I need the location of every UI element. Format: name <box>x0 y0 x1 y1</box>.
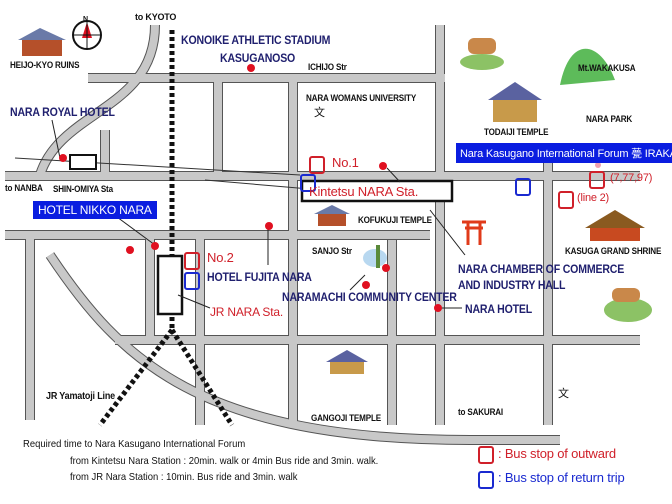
bus-stop-no1-label: No.1 <box>332 155 359 170</box>
deer-icon <box>604 288 652 322</box>
ichijo-street-label: ICHIJO Str <box>308 62 347 72</box>
to-sakurai-label: to SAKURAI <box>458 407 503 417</box>
bus-stop-return-icon <box>515 178 531 196</box>
kintetsu-station-label: Kintetsu NARA Sta. <box>309 184 419 199</box>
legend-return-icon <box>478 471 494 489</box>
bus-line2-label: (line 2) <box>577 192 610 204</box>
chamber-label-2: AND INDUSTRY HALL <box>458 278 566 292</box>
tree-icon <box>363 245 387 268</box>
mt-wakakusa-label: Mt.WAKAKUSA <box>578 63 636 73</box>
gangoji-icon <box>326 350 368 374</box>
bus-stop-no2-label: No.2 <box>207 250 234 265</box>
todaiji-icon <box>488 82 542 122</box>
kasuga-shrine-icon <box>585 210 645 241</box>
jr-station <box>156 254 184 316</box>
forum-marker <box>595 162 601 168</box>
nara-hotel-label: NARA HOTEL <box>465 302 533 316</box>
hotel-nikko-label: HOTEL NIKKO NARA <box>33 201 157 219</box>
kofukuji-label: KOFUKUJI TEMPLE <box>358 215 432 225</box>
legend-outward-icon <box>478 446 494 464</box>
konoike-label: KONOIKE ATHLETIC STADIUM <box>181 33 331 47</box>
legend-return-label: : Bus stop of return trip <box>498 470 625 485</box>
school-icon: 文 <box>314 107 325 119</box>
deer-icon <box>460 38 504 70</box>
required-time-kintetsu: from Kintetsu Nara Station : 20min. walk… <box>70 455 379 467</box>
gangoji-label: GANGOJI TEMPLE <box>311 413 381 423</box>
kasuga-label: KASUGA GRAND SHRINE <box>565 246 662 256</box>
todaiji-label: TODAIJI TEMPLE <box>484 127 549 137</box>
compass-n: N <box>83 16 88 23</box>
kasuganoso-label: KASUGANOSO <box>220 51 296 65</box>
nara-royal-hotel-label: NARA ROYAL HOTEL <box>10 105 115 119</box>
required-time-title: Required time to Nara Kasugano Internati… <box>23 438 246 450</box>
chamber-label-1: NARA CHAMBER OF COMMERCE <box>458 262 625 276</box>
forum-label: Nara Kasugano International Forum 甍 IRAK… <box>456 143 672 163</box>
bus-stop-return-icon <box>184 272 200 290</box>
bus-stop-outward-icon <box>558 191 574 209</box>
jr-nara-station-label: JR NARA Sta. <box>210 305 283 319</box>
location-dots <box>59 64 442 312</box>
bus-stop-outward-icon <box>309 156 325 174</box>
required-time-jr: from JR Nara Station : 10min. Bus ride a… <box>70 471 298 483</box>
shin-omiya-station <box>69 154 97 170</box>
school-icon: 文 <box>558 388 569 400</box>
to-kyoto-label: to KYOTO <box>135 12 177 22</box>
kofukuji-icon <box>314 205 350 226</box>
womans-university-label: NARA WOMANS UNIVERSITY <box>306 93 417 103</box>
compass-icon <box>72 20 102 50</box>
torii-icon <box>462 220 486 245</box>
heijo-ruins-label: HEIJO-KYO RUINS <box>10 60 80 70</box>
to-nanba-label: to NANBA <box>5 183 43 193</box>
heijo-ruins-icon <box>18 28 66 56</box>
naramachi-label: NARAMACHI COMMUNITY CENTER <box>282 290 457 304</box>
shin-omiya-label: SHIN-OMIYA Sta <box>53 184 113 194</box>
hotel-fujita-label: HOTEL FUJITA NARA <box>207 270 312 284</box>
bus-lines-label: (7,77,97) <box>610 172 653 184</box>
bus-stop-outward-icon <box>184 252 200 270</box>
bus-stop-return-icon <box>300 174 316 192</box>
bus-stop-outward-icon <box>589 171 605 189</box>
mountain-icon <box>560 48 615 85</box>
nara-park-label: NARA PARK <box>586 114 633 124</box>
sanjo-street-label: SANJO Str <box>312 246 352 256</box>
railway-line <box>98 30 235 427</box>
jr-yamatoji-label: JR Yamatoji Line <box>46 391 115 402</box>
legend-outward-label: : Bus stop of outward <box>498 446 616 461</box>
